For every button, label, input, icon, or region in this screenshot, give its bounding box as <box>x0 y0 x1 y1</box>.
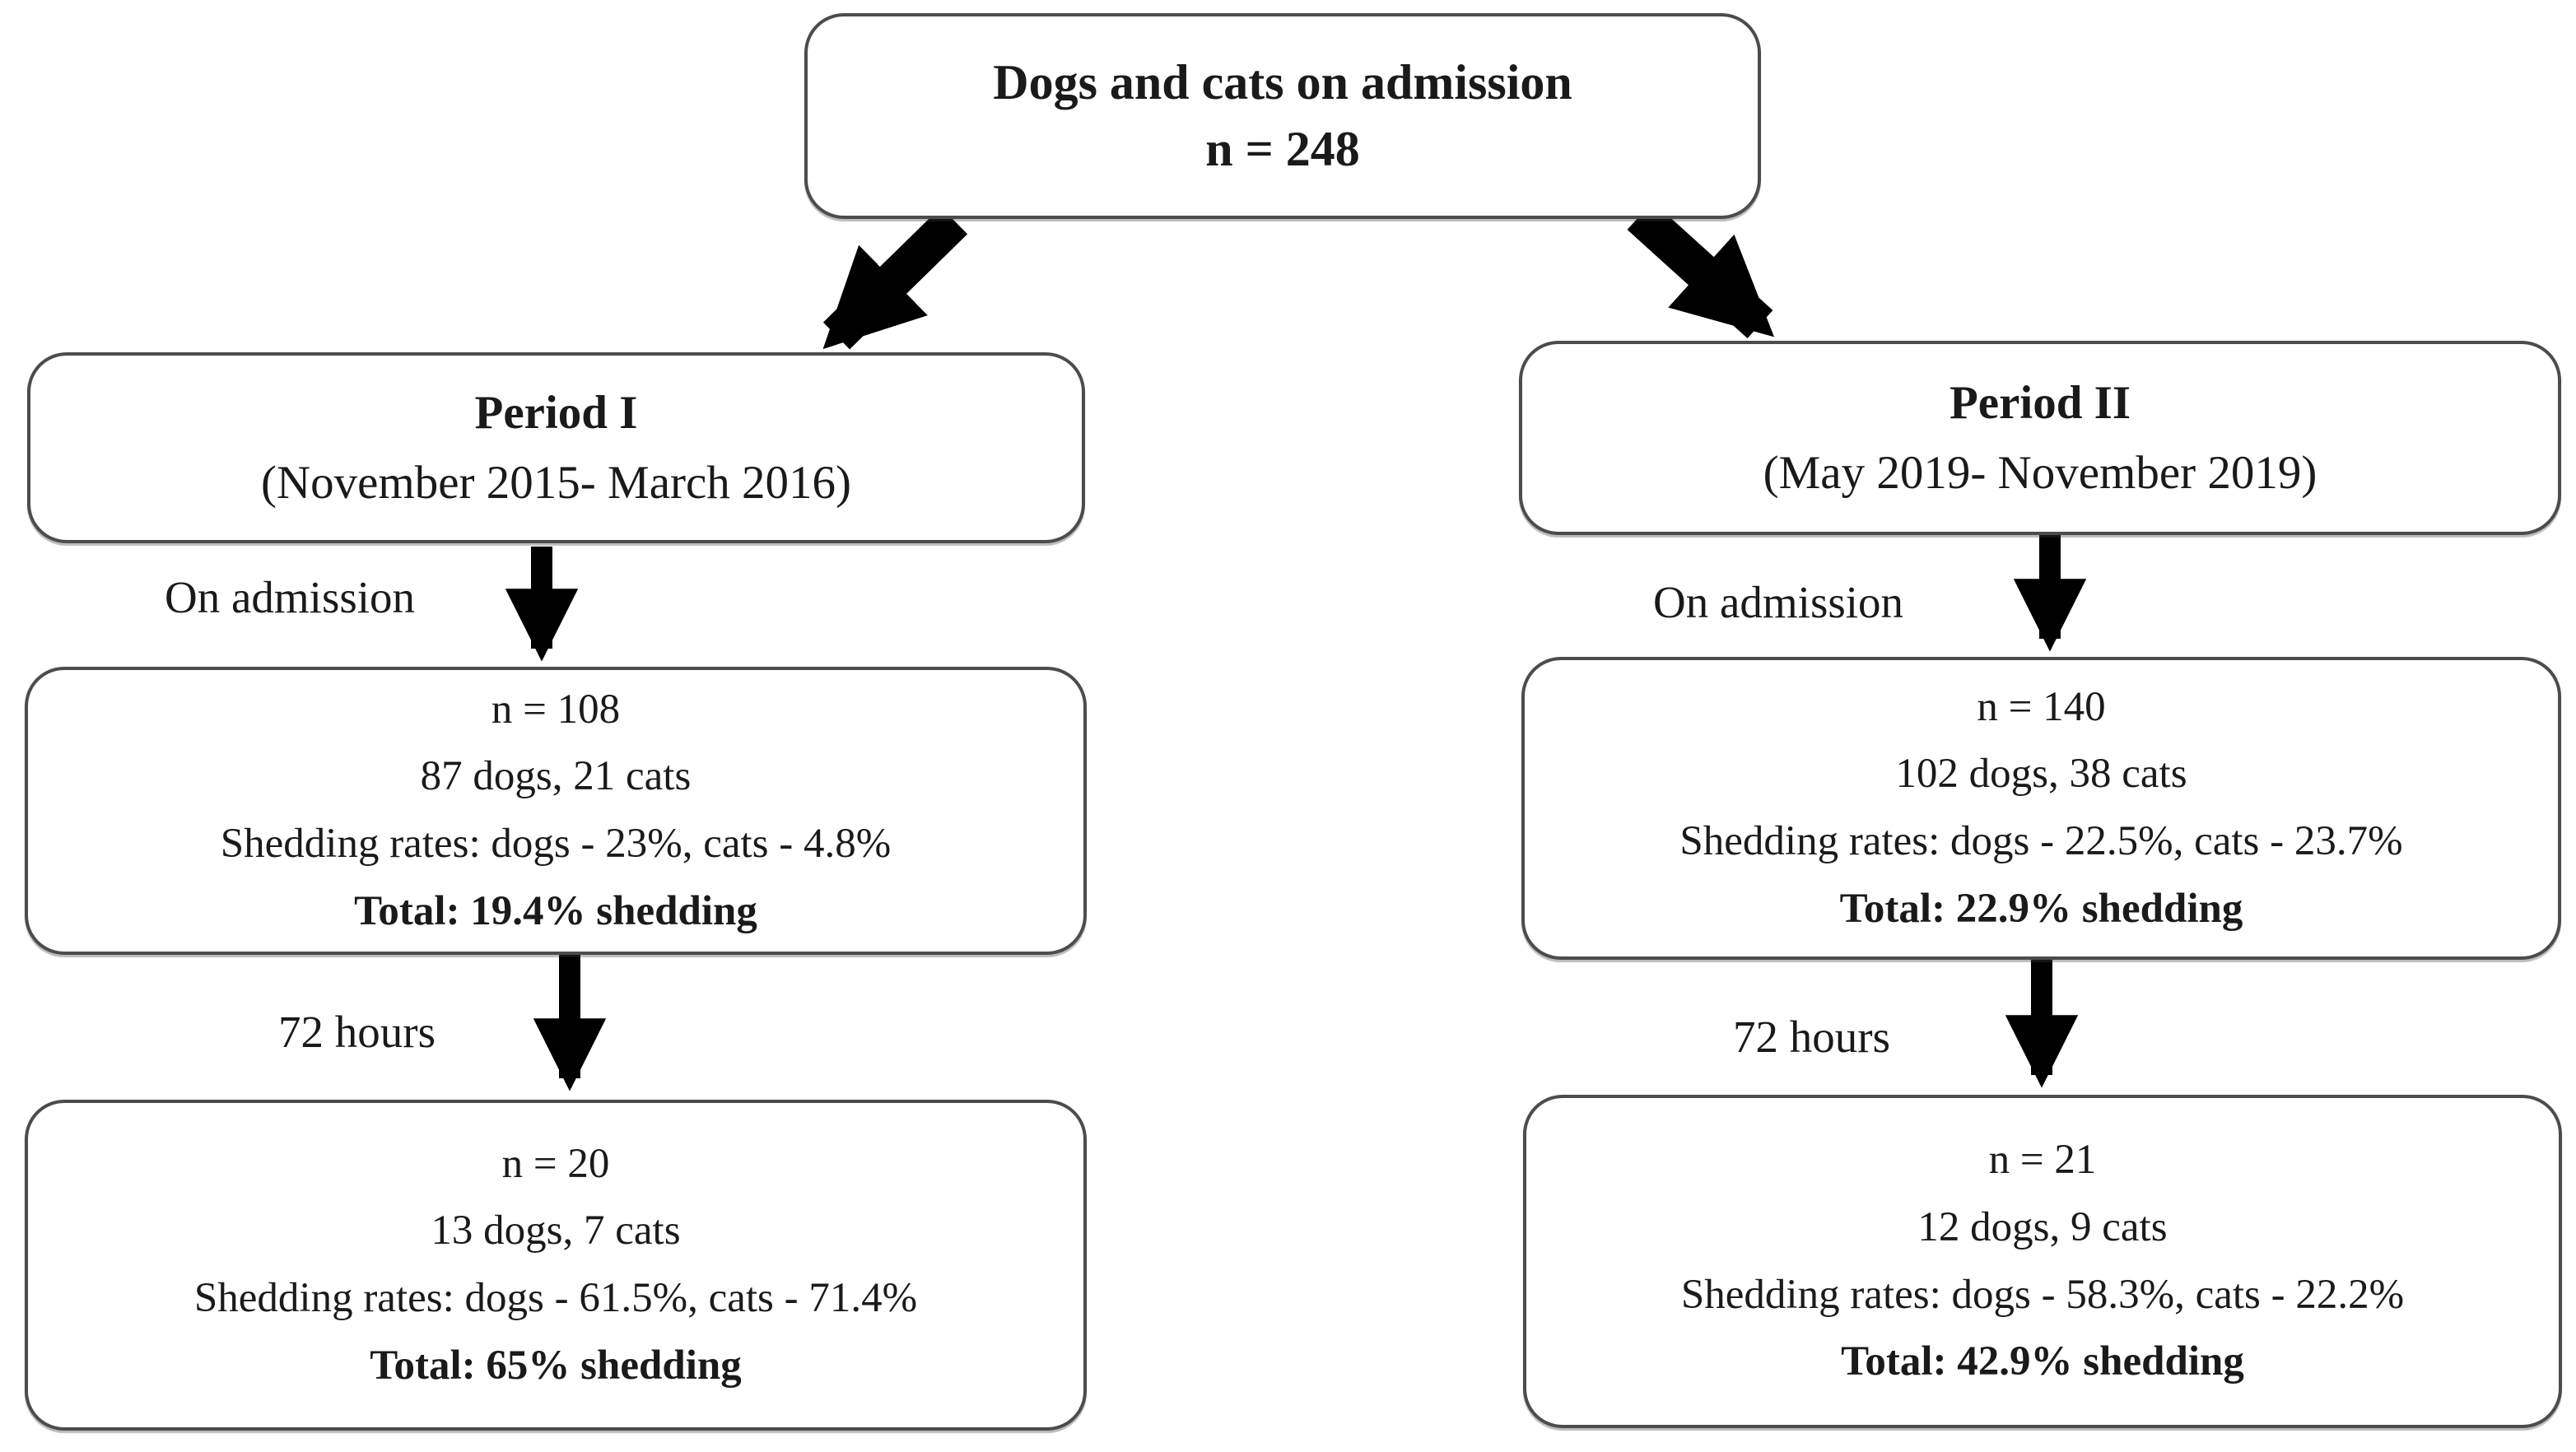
root-box: Dogs and cats on admission n = 248 <box>804 13 1761 219</box>
on-admission-label-right: On admission <box>1653 577 1904 627</box>
shedding-total: Total: 19.4% shedding <box>354 887 757 934</box>
admission-results-box-period-2: n = 140 102 dogs, 38 cats Shedding rates… <box>1521 657 2561 960</box>
period-1-box: Period I (November 2015- March 2016) <box>27 352 1085 543</box>
72h-results-box-period-1: n = 20 13 dogs, 7 cats Shedding rates: d… <box>25 1100 1087 1431</box>
sample-size: n = 21 <box>1988 1137 2097 1184</box>
sample-size: n = 20 <box>501 1140 610 1187</box>
root-box-n: n = 248 <box>1205 122 1360 176</box>
period-2-title: Period II <box>1949 376 2131 429</box>
period-2-dates: (May 2019- November 2019) <box>1763 447 2317 499</box>
shedding-total: Total: 42.9% shedding <box>1841 1338 2244 1385</box>
shedding-rates: Shedding rates: dogs - 61.5%, cats - 71.… <box>193 1275 918 1321</box>
composition: 87 dogs, 21 cats <box>420 753 692 800</box>
72-hours-label-right: 72 hours <box>1733 1012 1890 1062</box>
period-1-dates: (November 2015- March 2016) <box>260 457 852 509</box>
on-admission-label-left: On admission <box>165 572 416 622</box>
composition: 102 dogs, 38 cats <box>1895 751 2187 798</box>
shedding-rates: Shedding rates: dogs - 58.3%, cats - 22.… <box>1680 1271 2405 1318</box>
72-hours-label-left: 72 hours <box>278 1007 436 1057</box>
sample-size: n = 108 <box>491 686 621 733</box>
period-2-box: Period II (May 2019- November 2019) <box>1519 341 2561 535</box>
composition: 13 dogs, 7 cats <box>431 1208 681 1254</box>
arrow-root-to-period-2 <box>1627 201 1775 339</box>
admission-results-box-period-1: n = 108 87 dogs, 21 cats Shedding rates:… <box>25 667 1087 955</box>
72h-results-box-period-2: n = 21 12 dogs, 9 cats Shedding rates: d… <box>1523 1095 2562 1428</box>
root-box-title: Dogs and cats on admission <box>993 55 1572 109</box>
shedding-total: Total: 65% shedding <box>370 1342 742 1389</box>
period-1-title: Period I <box>474 386 638 439</box>
composition: 12 dogs, 9 cats <box>1917 1203 2168 1250</box>
arrow-root-to-period-1 <box>822 207 968 350</box>
sample-size: n = 140 <box>1977 683 2106 730</box>
shedding-rates: Shedding rates: dogs - 22.5%, cats - 23.… <box>1679 818 2403 864</box>
shedding-total: Total: 22.9% shedding <box>1839 885 2243 932</box>
shedding-rates: Shedding rates: dogs - 23%, cats - 4.8% <box>220 821 892 867</box>
